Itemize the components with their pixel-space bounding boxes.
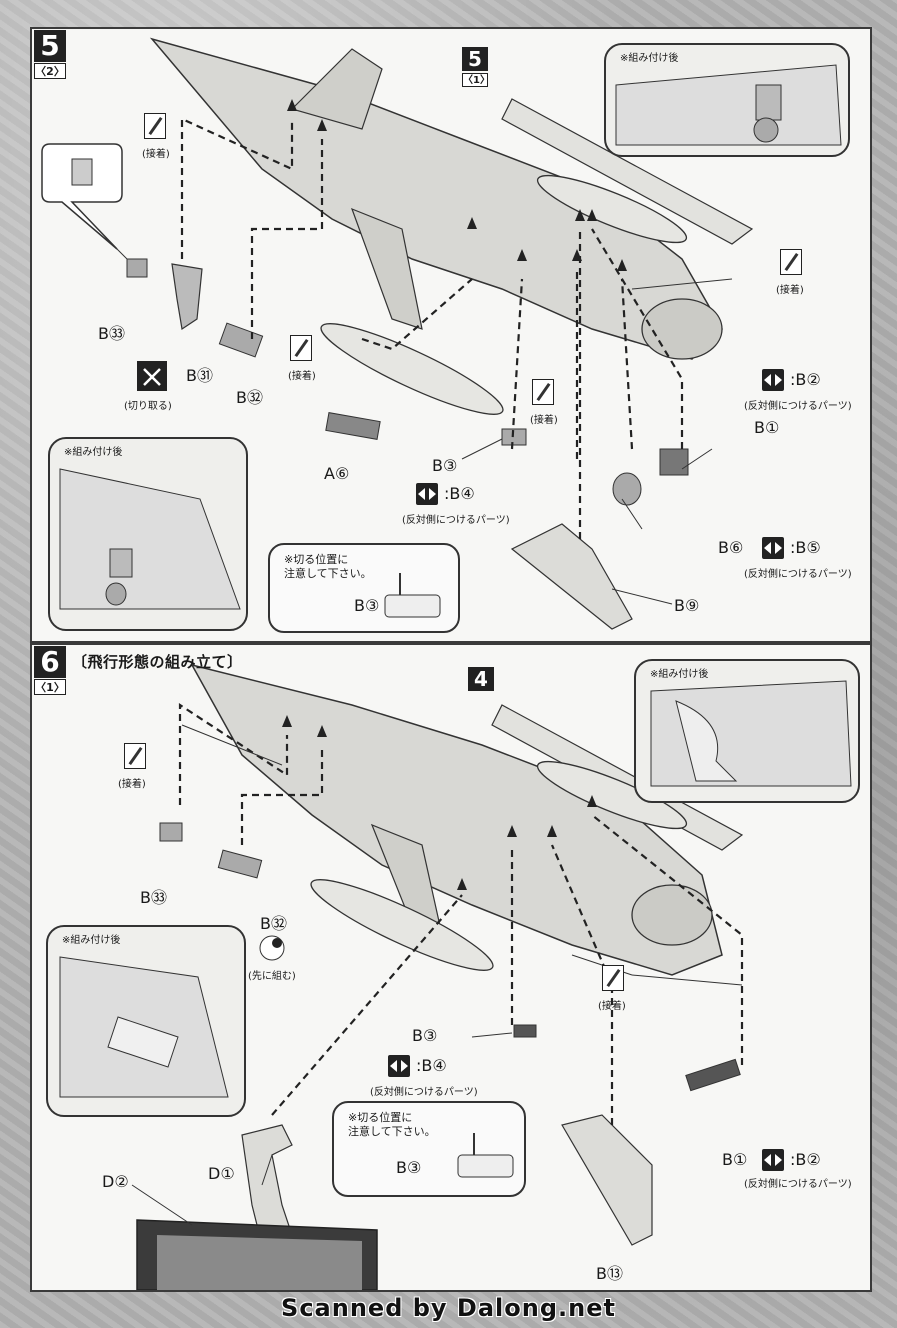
inset-drawing <box>59 468 241 610</box>
step-6-panel: 6 〈1〉 〔飛行形態の組み立て〕 4 ※組み付け後 ※組み付け後 ※切る位置に… <box>30 643 872 1292</box>
mirror-part-icon <box>388 1055 410 1077</box>
opposite-side-note: (反対側につけるパーツ) <box>744 401 852 412</box>
reference-step-sub: 〈1〉 <box>462 73 490 87</box>
note-part-label: B③ <box>354 596 380 615</box>
part-label-b2-pair: :B② <box>790 1150 821 1169</box>
part-label-b5-pair: :B⑤ <box>790 538 821 557</box>
inset-caption: ※組み付け後 <box>64 447 123 458</box>
part-label-b33: B㉝ <box>98 324 125 343</box>
part-label-d2: D② <box>102 1172 129 1191</box>
mirror-part-icon <box>762 537 784 559</box>
part-label-b3: B③ <box>412 1026 438 1045</box>
after-assembly-inset-top: ※組み付け後 <box>604 43 850 157</box>
after-assembly-inset-top: ※組み付け後 <box>634 659 860 803</box>
inset-caption: ※組み付け後 <box>620 53 679 64</box>
glue-icon <box>532 379 554 405</box>
part-label-b9: B⑨ <box>674 596 700 615</box>
glue-label: (接着) <box>598 1001 626 1012</box>
after-assembly-inset-left: ※組み付け後 <box>46 925 246 1117</box>
glue-icon <box>290 335 312 361</box>
part-label-b32: B㉜ <box>260 914 287 933</box>
glue-label: (接着) <box>530 415 558 426</box>
part-label-b13: B⑬ <box>596 1264 623 1283</box>
glue-label: (接着) <box>776 285 804 296</box>
step-title: 〔飛行形態の組み立て〕 <box>72 653 243 671</box>
scanner-credit: Scanned by Dalong.net <box>281 1294 616 1322</box>
glue-icon <box>602 965 624 991</box>
glue-label: (接着) <box>288 371 316 382</box>
part-label-a6: A⑥ <box>324 464 350 483</box>
part-label-b1: B① <box>722 1150 748 1169</box>
glue-icon <box>780 249 802 275</box>
cut-position-note: ※切る位置に 注意して下さい。 B③ <box>268 543 460 633</box>
glue-icon <box>144 113 166 139</box>
part-label-b2-pair: :B② <box>790 370 821 389</box>
glue-label: (接着) <box>142 149 170 160</box>
inset-caption: ※組み付け後 <box>650 669 709 680</box>
note-part-label: B③ <box>396 1158 422 1177</box>
note-text: ※切る位置に 注意して下さい。 <box>348 1111 436 1138</box>
part-label-b4-pair: :B④ <box>444 484 475 503</box>
mirror-part-icon <box>416 483 438 505</box>
after-assembly-inset-left: ※組み付け後 <box>48 437 248 631</box>
opposite-side-note: (反対側につけるパーツ) <box>402 515 510 526</box>
opposite-side-note: (反対側につけるパーツ) <box>370 1087 478 1098</box>
inset-caption: ※組み付け後 <box>62 935 121 946</box>
mirror-part-icon <box>762 1149 784 1171</box>
part-label-b4-pair: :B④ <box>416 1056 447 1075</box>
mirror-part-icon <box>762 369 784 391</box>
glue-icon <box>124 743 146 769</box>
step-6-illustration <box>131 663 744 1290</box>
opposite-side-note: (反対側につけるパーツ) <box>744 569 852 580</box>
inset-drawing <box>59 956 229 1098</box>
part-label-b3: B③ <box>432 456 458 475</box>
step-5-illustration <box>41 37 754 630</box>
step-sub-number: 〈1〉 <box>34 679 66 695</box>
opposite-side-note: (反対側につけるパーツ) <box>744 1179 852 1190</box>
reference-step-number: 5 <box>462 47 488 71</box>
part-label-b6: B⑥ <box>718 538 744 557</box>
part-label-d1: D① <box>208 1164 235 1183</box>
glue-label: (接着) <box>118 779 146 790</box>
note-drawing <box>384 573 441 618</box>
part-label-b31: B㉛ <box>186 366 213 385</box>
step-sub-number: 〈2〉 <box>34 63 66 79</box>
inset-drawing <box>615 64 842 146</box>
assemble-first-label: (先に組む) <box>248 971 296 982</box>
reference-step-number: 4 <box>468 667 494 691</box>
step-5-panel: 5 〈2〉 5 〈1〉 ※組み付け後 ※組み付け後 ※切る位置に 注意して下さい… <box>30 27 872 643</box>
cut-position-note: ※切る位置に 注意して下さい。 B③ <box>332 1101 526 1197</box>
step-number: 6 <box>34 646 66 678</box>
part-label-b1: B① <box>754 418 780 437</box>
note-drawing <box>457 1133 514 1178</box>
cut-off-label: (切り取る) <box>124 401 172 412</box>
step-number: 5 <box>34 30 66 62</box>
part-label-b33: B㉝ <box>140 888 167 907</box>
inset-drawing <box>650 680 852 787</box>
note-text: ※切る位置に 注意して下さい。 <box>284 553 372 580</box>
part-label-b32: B㉜ <box>236 388 263 407</box>
